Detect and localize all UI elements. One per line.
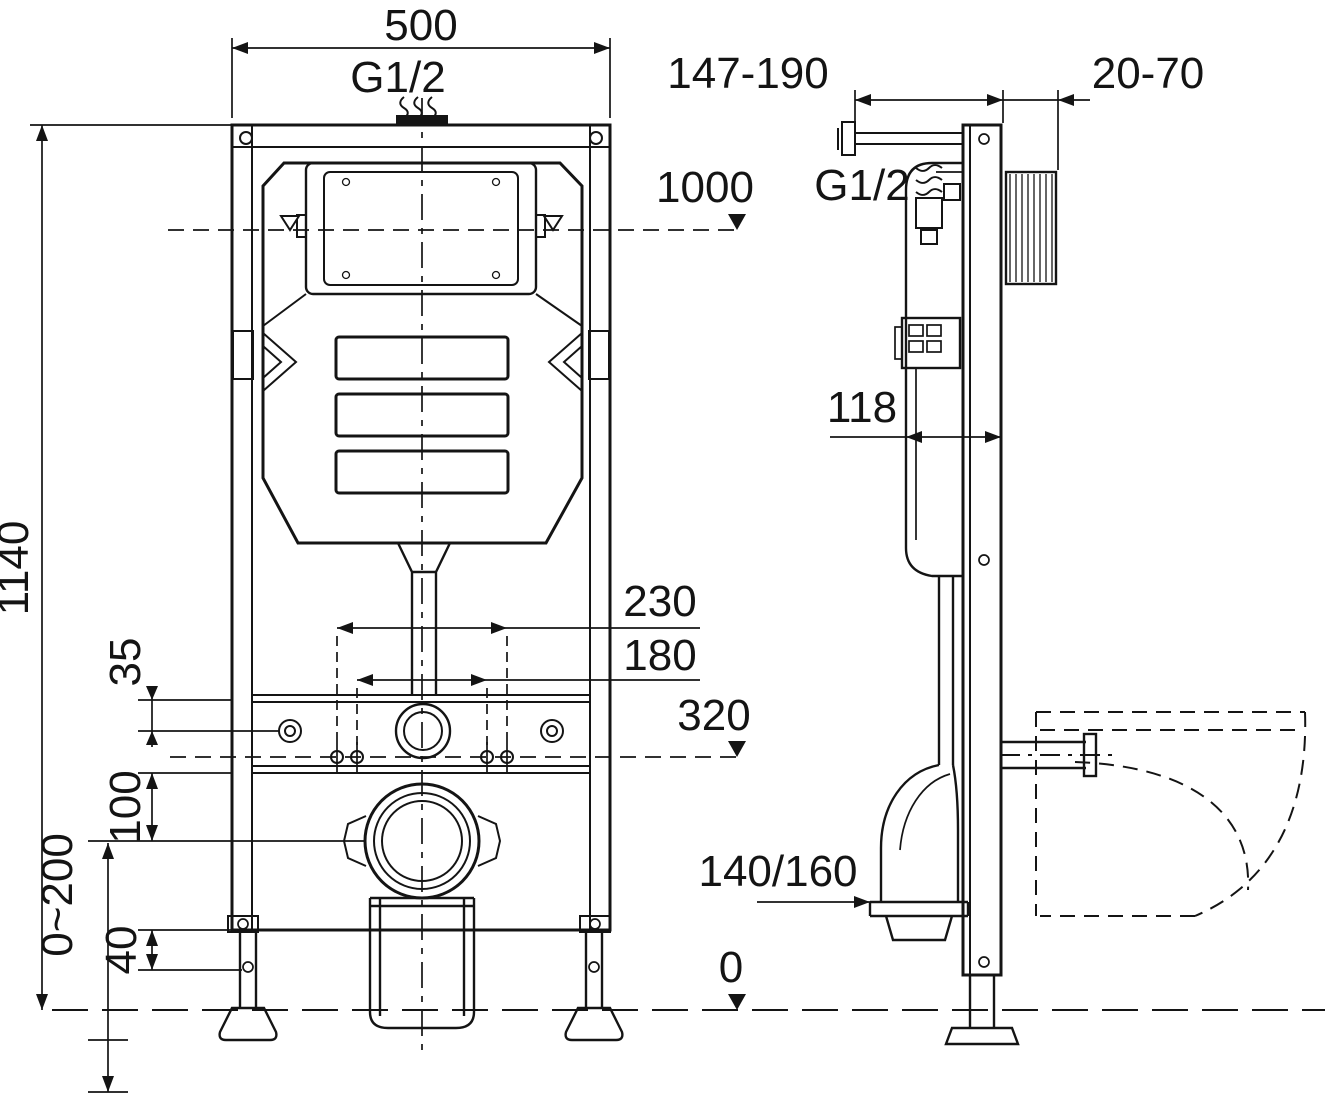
supply-valve [841, 121, 856, 156]
cistern-front [232, 161, 610, 545]
supply-g12-front-label: G1/2 [350, 53, 445, 102]
dim-230-label: 230 [623, 577, 696, 626]
level-arrow-icon [728, 741, 746, 757]
dim-0-200-label: 0~200 [33, 833, 82, 957]
dim-span-230: 230 [336, 577, 700, 745]
flush-pipe-front [396, 542, 452, 695]
dim-147-190-label: 147-190 [667, 49, 828, 98]
dim-floor-0: 0 [719, 943, 746, 1010]
elbow-flange [868, 900, 970, 942]
side-clamps [232, 330, 610, 392]
dim-1140-label: 1140 [0, 521, 38, 616]
dim-1000-label: 1000 [656, 163, 754, 212]
dim-depth-147-190: 147-190 20-70 [667, 49, 1204, 170]
dim-offset-35: 35 [101, 638, 279, 747]
supply-fitting [396, 115, 448, 125]
wall-section [1004, 170, 1058, 286]
side-foot [944, 1026, 1020, 1046]
cistern-slot [334, 449, 510, 495]
dim-500-label: 500 [384, 1, 457, 50]
dim-offset-40: 40 [97, 926, 242, 975]
dim-40-label: 40 [97, 926, 146, 975]
right-foot [564, 1006, 624, 1042]
drain-socket [368, 896, 476, 1030]
dim-35-label: 35 [101, 638, 150, 687]
front-view: 500 1140 G1/2 [0, 1, 754, 1093]
dim-180-label: 180 [623, 631, 696, 680]
dim-100-label: 100 [101, 770, 150, 843]
side-pipes [868, 576, 1115, 942]
dim-118-label: 118 [827, 383, 897, 432]
wall-hatch [1009, 174, 1053, 282]
water-supply-side: G1/2 [814, 121, 963, 210]
dim-0-label: 0 [719, 943, 743, 992]
side-frame [944, 123, 1020, 1046]
dim-width-500: 500 [231, 1, 611, 118]
cistern-slot [334, 392, 510, 438]
drain-assembly [342, 782, 502, 1030]
mounting-holes [278, 702, 564, 760]
dim-outlet-320: 320 [170, 691, 751, 758]
steam-squiggle-icon [915, 164, 943, 196]
inlet-fitting [943, 183, 961, 201]
dim-320-label: 320 [677, 691, 750, 740]
cistern-slot [334, 335, 510, 381]
drain-elbow [879, 763, 960, 902]
toilet-bowl-outline [1035, 711, 1307, 917]
drain-clamp-right [477, 815, 502, 867]
dim-20-70-label: 20-70 [1092, 49, 1205, 98]
dim-depth-118: 118 [827, 383, 1001, 443]
cistern-outline [261, 161, 584, 545]
dim-flush-height-1000: 1000 [168, 163, 754, 232]
water-level-icon [542, 215, 564, 232]
side-view: 147-190 20-70 G1/2 [667, 49, 1307, 1046]
cistern-side [894, 161, 963, 578]
water-supply-front: G1/2 [350, 53, 448, 125]
front-frame [218, 123, 624, 1042]
dim-span-180: 180 [356, 631, 700, 745]
water-level-icon [279, 215, 301, 232]
flush-plate-opening [304, 161, 538, 296]
level-arrow-icon [728, 214, 746, 230]
dim-foot-range: 0~200 [33, 833, 128, 1093]
outlet-stub [1001, 740, 1086, 770]
level-arrow-icon [728, 994, 746, 1010]
dim-offset-100: 100 [88, 770, 364, 844]
supply-g12-side-label: G1/2 [814, 161, 909, 210]
dim-drain-140-160: 140/160 [698, 847, 870, 908]
dim-height-1140: 1140 [0, 124, 232, 1010]
left-foot [218, 1006, 278, 1042]
drain-clamp-left [342, 815, 367, 867]
dim-140-160-label: 140/160 [698, 847, 857, 896]
